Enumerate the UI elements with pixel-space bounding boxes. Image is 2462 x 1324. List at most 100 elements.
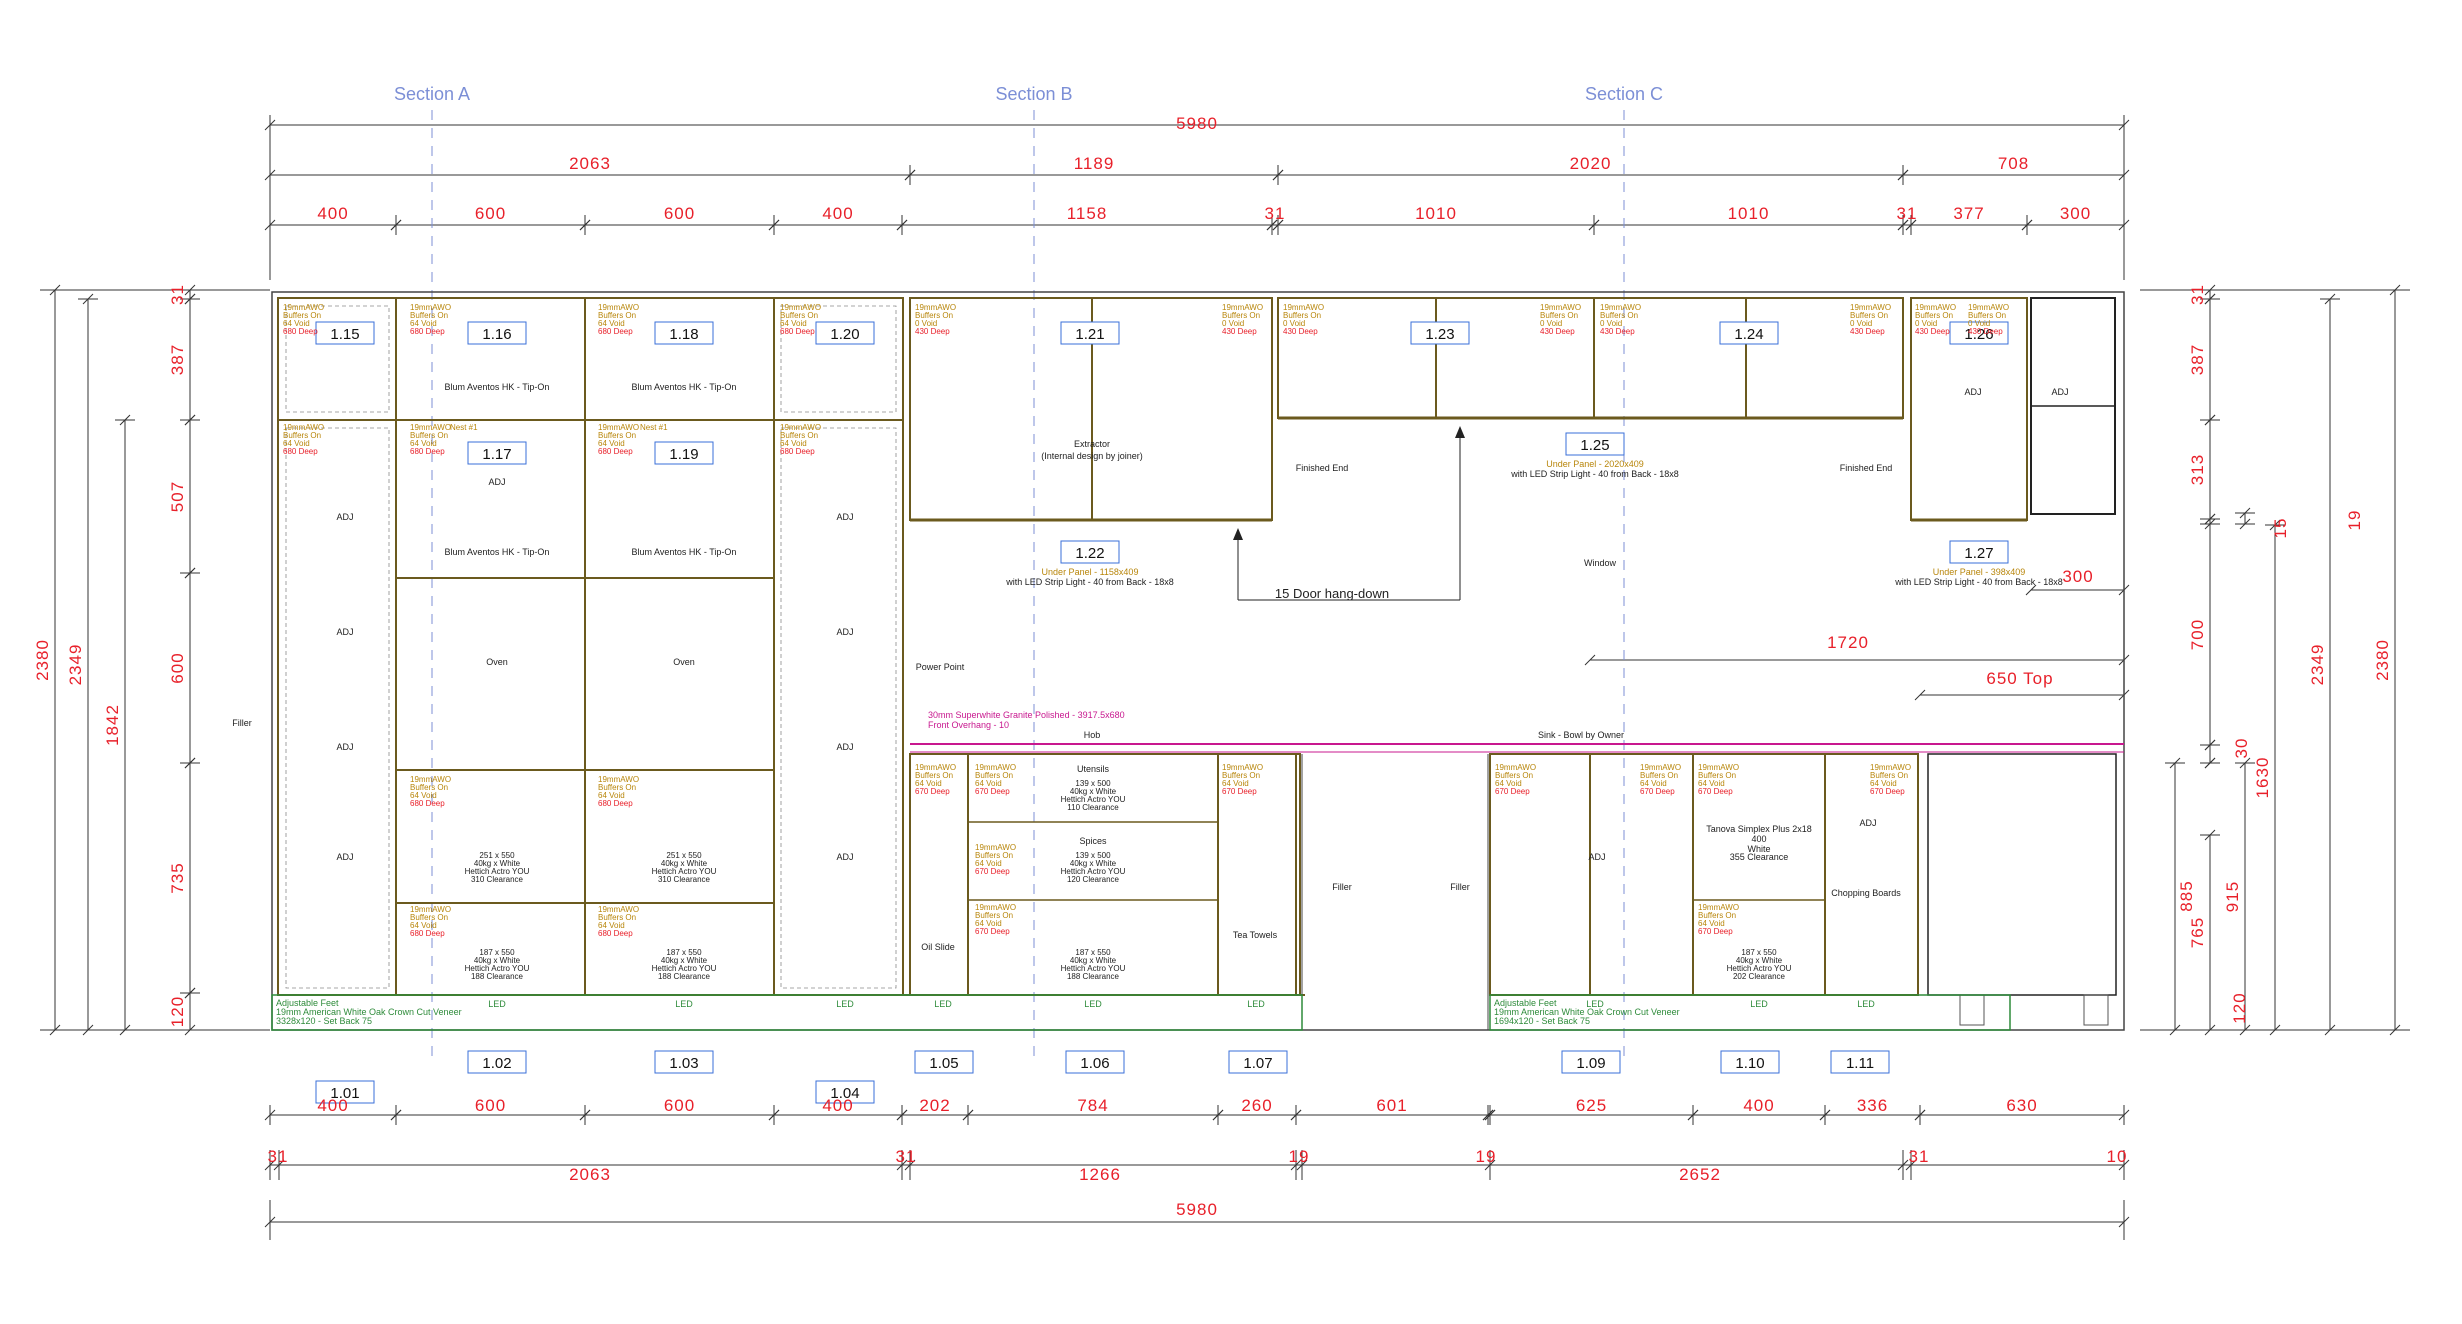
note-text: Adjustable Feet	[1494, 998, 1557, 1008]
note-text: 64 Void	[780, 439, 807, 448]
note-text: 64 Void	[1870, 779, 1897, 788]
note-text: 19mmAWO	[780, 303, 821, 312]
note-text: 40kg x White	[474, 956, 521, 965]
note-text: 430 Deep	[1540, 327, 1575, 336]
dimension-value: 400	[1743, 1096, 1774, 1115]
note-text: 19mmAWO	[1540, 303, 1581, 312]
dimension-value: 400	[822, 1096, 853, 1115]
dimension-value: 19	[1476, 1147, 1497, 1166]
note-text: 430 Deep	[1915, 327, 1950, 336]
note-text: Hettich Actro YOU	[652, 867, 717, 876]
note-text: 680 Deep	[410, 327, 445, 336]
note-text: Buffers On	[915, 311, 953, 320]
dimension-value: 202	[919, 1096, 950, 1115]
note-text: 670 Deep	[975, 787, 1010, 796]
note-text: Blum Aventos HK - Tip-On	[445, 547, 550, 557]
note-text: 64 Void	[598, 439, 625, 448]
dimension-layer	[40, 115, 2410, 1240]
dimension-value: 31	[896, 1147, 917, 1166]
note-text: 670 Deep	[1495, 787, 1530, 796]
note-text: 430 Deep	[1600, 327, 1635, 336]
note-text: Buffers On	[1283, 311, 1321, 320]
note-text: 19mmAWO	[915, 763, 956, 772]
cabinet-frame-layer	[271, 110, 2125, 1104]
note-text: 19mmAWO	[598, 905, 639, 914]
cabinet-id-box	[815, 1080, 875, 1104]
cabinet-id-box	[315, 321, 375, 345]
note-text: 680 Deep	[410, 799, 445, 808]
note-text: Filler	[1332, 882, 1352, 892]
cabinet-id: 1.21	[1075, 326, 1104, 343]
door-outline	[285, 427, 390, 989]
note-text: Buffers On	[1640, 771, 1678, 780]
dimension-tick	[2025, 584, 2037, 596]
dimension-value: 2652	[1679, 1165, 1721, 1184]
note-text: Power Point	[916, 662, 965, 672]
dimension-value: 336	[1857, 1096, 1888, 1115]
cabinet-id-box	[467, 321, 527, 345]
note-text: ADJ	[2051, 387, 2068, 397]
note-text: with LED Strip Light - 40 from Back - 18…	[1894, 577, 2063, 587]
dimension-value: 1158	[1067, 204, 1108, 223]
cabinet-id-box	[654, 321, 714, 345]
note-text: Under Panel - 2020x409	[1546, 459, 1644, 469]
cabinet-id: 1.07	[1243, 1055, 1272, 1072]
cabinet-id: 1.10	[1735, 1055, 1764, 1072]
note-text: 680 Deep	[410, 447, 445, 456]
note-text: 670 Deep	[915, 787, 950, 796]
note-text: Hettich Actro YOU	[1061, 964, 1126, 973]
section-label: Section A	[394, 84, 470, 104]
note-text: 430 Deep	[1283, 327, 1318, 336]
dimension-value: 377	[1953, 204, 1984, 223]
note-text: LED	[1857, 999, 1875, 1009]
dimension-value: 313	[2188, 454, 2207, 485]
arrow-head	[1233, 528, 1243, 540]
note-text: 19mmAWO	[598, 423, 639, 432]
note-text: Finished End	[1840, 463, 1893, 473]
dimension-value: 600	[475, 1096, 506, 1115]
note-text: White	[1747, 844, 1770, 854]
cabinet-id: 1.03	[669, 1055, 698, 1072]
note-text: 187 x 550	[1741, 948, 1777, 957]
note-text: 202 Clearance	[1733, 972, 1786, 981]
dimension-tick	[1914, 689, 1926, 701]
dimension-value: 400	[317, 1096, 348, 1115]
cabinet-id-box	[1565, 432, 1625, 456]
note-text: Buffers On	[598, 913, 636, 922]
note-text: Nest #1	[450, 423, 478, 432]
note-text: (Internal design by joiner)	[1041, 451, 1143, 461]
note-text: LED	[1586, 999, 1604, 1009]
note-text: Buffers On	[975, 771, 1013, 780]
note-text: Oil Slide	[921, 942, 955, 952]
note-text: 15 Door hang-down	[1275, 586, 1389, 601]
cabinet-id: 1.25	[1580, 437, 1609, 454]
note-text: 19mmAWO	[1698, 903, 1739, 912]
adjustable-foot	[2083, 994, 2109, 1026]
note-text: LED	[1247, 999, 1265, 1009]
note-text: 64 Void	[1698, 919, 1725, 928]
dimension-value: 300	[2062, 567, 2093, 586]
note-text: 19mmAWO	[975, 763, 1016, 772]
note-text: 139 x 500	[1075, 851, 1111, 860]
note-text: Hettich Actro YOU	[1061, 867, 1126, 876]
note-text: 19mmAWO	[1640, 763, 1681, 772]
dimension-value: 630	[2006, 1096, 2037, 1115]
note-text: Buffers On	[1222, 771, 1260, 780]
note-text: 680 Deep	[780, 447, 815, 456]
dimension-value: 31	[1897, 204, 1918, 223]
note-text: Buffers On	[780, 311, 818, 320]
note-text: 670 Deep	[1870, 787, 1905, 796]
cabinet-id: 1.18	[669, 326, 698, 343]
note-text: with LED Strip Light - 40 from Back - 18…	[1005, 577, 1174, 587]
note-text: Filler	[1450, 882, 1470, 892]
note-text: 0 Void	[1222, 319, 1244, 328]
dimension-value: 19	[2345, 510, 2364, 531]
note-text: 0 Void	[1600, 319, 1622, 328]
note-text: 40kg x White	[1070, 956, 1117, 965]
dimension-value: 1010	[1415, 204, 1457, 223]
dimension-value: 2349	[66, 644, 85, 686]
note-text: 187 x 550	[1075, 948, 1111, 957]
cabinet-id-box	[1065, 1050, 1125, 1074]
note-text: LED	[836, 999, 854, 1009]
cabinet-id-box	[1949, 540, 2009, 564]
